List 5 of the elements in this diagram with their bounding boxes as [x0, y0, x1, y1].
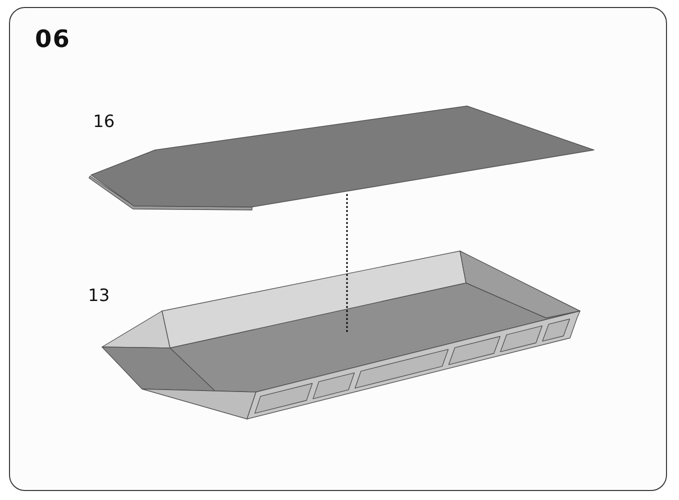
dotted-line: [346, 194, 348, 334]
flat-panel-drawing: [88, 106, 594, 210]
step-number: 06: [35, 27, 70, 51]
part-number: 16: [93, 114, 115, 131]
part-number: 13: [88, 288, 110, 305]
